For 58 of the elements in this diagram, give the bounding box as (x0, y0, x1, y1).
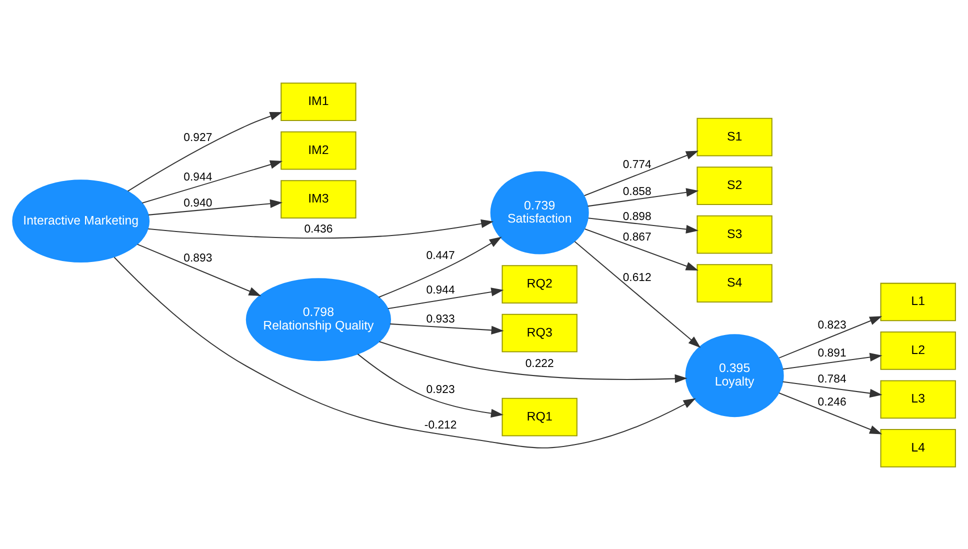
edge-label: 0.823 (818, 319, 846, 332)
arrow (584, 150, 698, 196)
edge-label: 0.858 (622, 185, 652, 198)
node-box: L1 (880, 282, 956, 321)
node-box: RQ1 (502, 397, 578, 436)
node-box: S2 (696, 166, 772, 204)
edge-label: -0.212 (424, 418, 457, 431)
arrow (148, 198, 283, 215)
node-box: S3 (696, 214, 772, 254)
arrow (148, 218, 494, 238)
edge-label: 0.612 (622, 272, 652, 284)
arrow (574, 240, 701, 348)
arrow (378, 236, 502, 298)
edge-label: 0.893 (184, 252, 212, 264)
arrow (782, 380, 882, 398)
edge-label: 0.774 (622, 158, 652, 170)
arrow (142, 160, 283, 203)
edge-label: 0.944 (426, 284, 455, 296)
edge-label: 0.784 (818, 373, 846, 386)
edge-label: 0.867 (622, 231, 652, 244)
node-box: L3 (880, 380, 956, 418)
arrow (588, 188, 699, 206)
node-box: IM3 (280, 180, 356, 218)
arrow (128, 112, 282, 192)
node-box: S4 (696, 264, 772, 302)
edge-label: 0.923 (426, 384, 455, 396)
arrow (778, 316, 882, 358)
edge-label: 0.246 (818, 396, 846, 408)
node-box: RQ3 (502, 313, 578, 352)
arrow (390, 322, 504, 334)
node-box: L4 (880, 428, 956, 467)
arrow (388, 287, 504, 309)
arrow (114, 256, 696, 448)
edge-label: 0.933 (426, 312, 455, 325)
edge-label: 0.891 (818, 347, 846, 360)
node-box: RQ2 (502, 264, 578, 304)
edge-label: 0.898 (622, 210, 652, 222)
arrow (778, 392, 882, 434)
edge-label: 0.940 (184, 196, 212, 209)
arrow (588, 217, 699, 234)
node-ellipse: 0.395 Loyalty (685, 334, 784, 417)
node-ellipse: 0.798 Relationship Quality (246, 278, 392, 361)
arrow (584, 228, 698, 270)
arrow (379, 340, 688, 383)
edge-label: 0.447 (426, 250, 455, 262)
node-box: S1 (696, 117, 772, 156)
arrow (357, 353, 504, 418)
arrow (782, 352, 882, 370)
edge-label: 0.222 (525, 358, 554, 370)
arrow (137, 243, 262, 296)
edge-label: 0.436 (304, 222, 333, 235)
edge-label: 0.944 (184, 170, 212, 183)
node-ellipse: 0.739 Satisfaction (490, 170, 589, 254)
node-ellipse: Interactive Marketing (12, 179, 150, 262)
node-box: IM2 (280, 130, 356, 170)
edge-label: 0.927 (184, 132, 212, 144)
node-box: IM1 (280, 82, 356, 120)
node-box: L2 (880, 331, 956, 370)
